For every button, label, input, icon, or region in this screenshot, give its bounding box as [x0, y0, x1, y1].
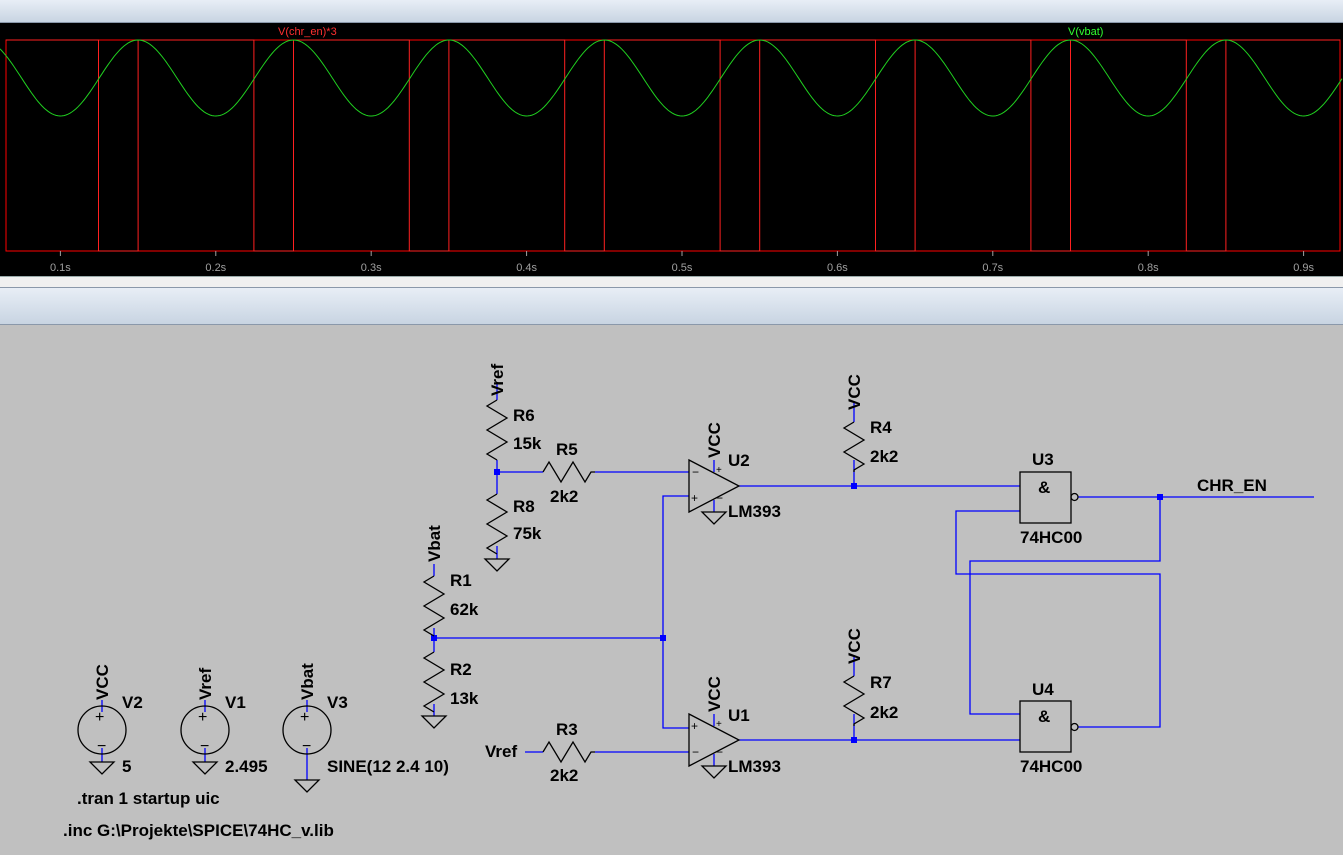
x-tick-label: 0.3s	[361, 262, 382, 274]
resistor-r7[interactable]	[842, 675, 866, 726]
resistor-r1[interactable]	[422, 575, 446, 637]
ref-u4: U4	[1032, 680, 1054, 699]
net-label-vref[interactable]: Vref	[485, 742, 517, 761]
ground-symbols	[88, 511, 728, 793]
value-u2: LM393	[728, 502, 781, 521]
resistor-r5[interactable]	[542, 460, 595, 484]
voltage-source-v1[interactable]: +−	[180, 705, 230, 755]
junctions	[431, 469, 1163, 743]
waveform-titlebar[interactable]	[0, 0, 1343, 23]
opamp-u1[interactable]: + − + −	[688, 712, 741, 768]
schematic-canvas[interactable]: −+ +− +− +− & & +− +− +− Vref Vbat VCC V…	[0, 324, 1343, 855]
ref-r2: R2	[450, 660, 472, 679]
resistor-r3[interactable]	[542, 740, 595, 764]
svg-text:+: +	[95, 709, 104, 726]
plot-frame	[5, 39, 1341, 252]
net-label-vcc[interactable]: VCC	[705, 676, 724, 712]
net-label-vref[interactable]: Vref	[196, 668, 215, 700]
ref-r4: R4	[870, 418, 892, 437]
net-label-vcc[interactable]: VCC	[845, 628, 864, 664]
value-r3: 2k2	[550, 766, 578, 785]
net-label-vbat[interactable]: Vbat	[425, 525, 444, 562]
value-v3: SINE(12 2.4 10)	[327, 757, 449, 776]
spice-directive-inc[interactable]: .inc G:\Projekte\SPICE\74HC_v.lib	[63, 821, 334, 840]
resistor-r2[interactable]	[422, 651, 446, 713]
value-r5: 2k2	[550, 487, 578, 506]
schematic-titlebar[interactable]	[0, 287, 1343, 325]
net-label-vcc[interactable]: VCC	[845, 374, 864, 410]
value-r7: 2k2	[870, 703, 898, 722]
nand-gate-u3[interactable]: &	[1019, 471, 1079, 524]
value-v1: 2.495	[225, 757, 268, 776]
x-tick-label: 0.6s	[827, 262, 848, 274]
svg-text:−: −	[716, 745, 723, 759]
ref-u3: U3	[1032, 450, 1054, 469]
svg-text:+: +	[716, 465, 722, 476]
svg-text:−: −	[716, 491, 723, 505]
trace-vbat	[0, 39, 1343, 117]
svg-text:−: −	[692, 465, 699, 479]
opamp-u2[interactable]: − + + −	[688, 458, 741, 514]
x-tick-label: 0.7s	[982, 262, 1003, 274]
x-tick-label: 0.4s	[516, 262, 537, 274]
x-tick-label: 0.8s	[1138, 262, 1159, 274]
svg-text:−: −	[97, 738, 106, 755]
ref-v3: V3	[327, 693, 348, 712]
spice-directive-tran[interactable]: .tran 1 startup uic	[77, 789, 220, 808]
x-tick-label: 0.1s	[50, 262, 71, 274]
pane-splitter[interactable]	[0, 276, 1343, 288]
gate-symbol: &	[1038, 707, 1050, 726]
ref-r7: R7	[870, 673, 892, 692]
value-r1: 62k	[450, 600, 479, 619]
waveform-plot[interactable]: V(chr_en)*3 V(vbat) 0.1s 0.2s 0.3s 0.4s 0.5s…	[0, 23, 1343, 276]
voltage-source-v2[interactable]: +−	[77, 705, 127, 755]
value-u3: 74HC00	[1020, 528, 1082, 547]
svg-text:+: +	[691, 491, 698, 505]
svg-text:−: −	[200, 738, 209, 755]
trace-label-chr-en[interactable]: V(chr_en)*3	[278, 26, 337, 38]
svg-text:+: +	[198, 709, 207, 726]
svg-text:+: +	[691, 719, 698, 733]
x-tick-label: 0.9s	[1293, 262, 1314, 274]
value-u4: 74HC00	[1020, 757, 1082, 776]
waveform-viewer[interactable]: V(chr_en)*3 V(vbat) 0.1s 0.2s 0.3s 0.4s 0.5s…	[0, 23, 1343, 276]
gate-symbol: &	[1038, 478, 1050, 497]
x-tick-label: 0.5s	[672, 262, 693, 274]
voltage-source-v3[interactable]: +−	[282, 705, 332, 755]
ref-v2: V2	[122, 693, 143, 712]
net-label-vcc[interactable]: VCC	[705, 422, 724, 458]
value-r8: 75k	[513, 524, 542, 543]
ref-r5: R5	[556, 440, 578, 459]
trace-label-vbat[interactable]: V(vbat)	[1068, 26, 1103, 38]
x-tick-label: 0.2s	[205, 262, 226, 274]
ref-r1: R1	[450, 571, 472, 590]
value-r4: 2k2	[870, 447, 898, 466]
svg-text:+: +	[716, 719, 722, 730]
value-r6: 15k	[513, 434, 542, 453]
nand-gate-u4[interactable]: &	[1019, 700, 1079, 753]
ref-u1: U1	[728, 706, 750, 725]
value-v2: 5	[122, 757, 131, 776]
ref-v1: V1	[225, 693, 246, 712]
net-label-vcc[interactable]: VCC	[93, 664, 112, 700]
plot-border	[5, 39, 1341, 252]
ref-u2: U2	[728, 451, 750, 470]
resistor-r6[interactable]	[485, 399, 509, 461]
ref-r6: R6	[513, 406, 535, 425]
ref-r8: R8	[513, 497, 535, 516]
net-label-vref[interactable]: Vref	[488, 364, 507, 396]
trace-chr-en	[6, 39, 1340, 252]
value-r2: 13k	[450, 689, 479, 708]
svg-text:−: −	[692, 745, 699, 759]
resistor-r8[interactable]	[485, 493, 509, 555]
x-axis-ticks: 0.1s 0.2s 0.3s 0.4s 0.5s 0.6s 0.7s 0.8s 0.9s	[50, 251, 1314, 274]
ref-r3: R3	[556, 720, 578, 739]
value-u1: LM393	[728, 757, 781, 776]
svg-text:+: +	[300, 709, 309, 726]
svg-text:−: −	[302, 738, 311, 755]
net-label-chr-en[interactable]: CHR_EN	[1197, 476, 1267, 495]
wires	[101, 384, 1314, 780]
resistor-r4[interactable]	[842, 421, 866, 472]
net-label-vbat[interactable]: Vbat	[298, 663, 317, 700]
